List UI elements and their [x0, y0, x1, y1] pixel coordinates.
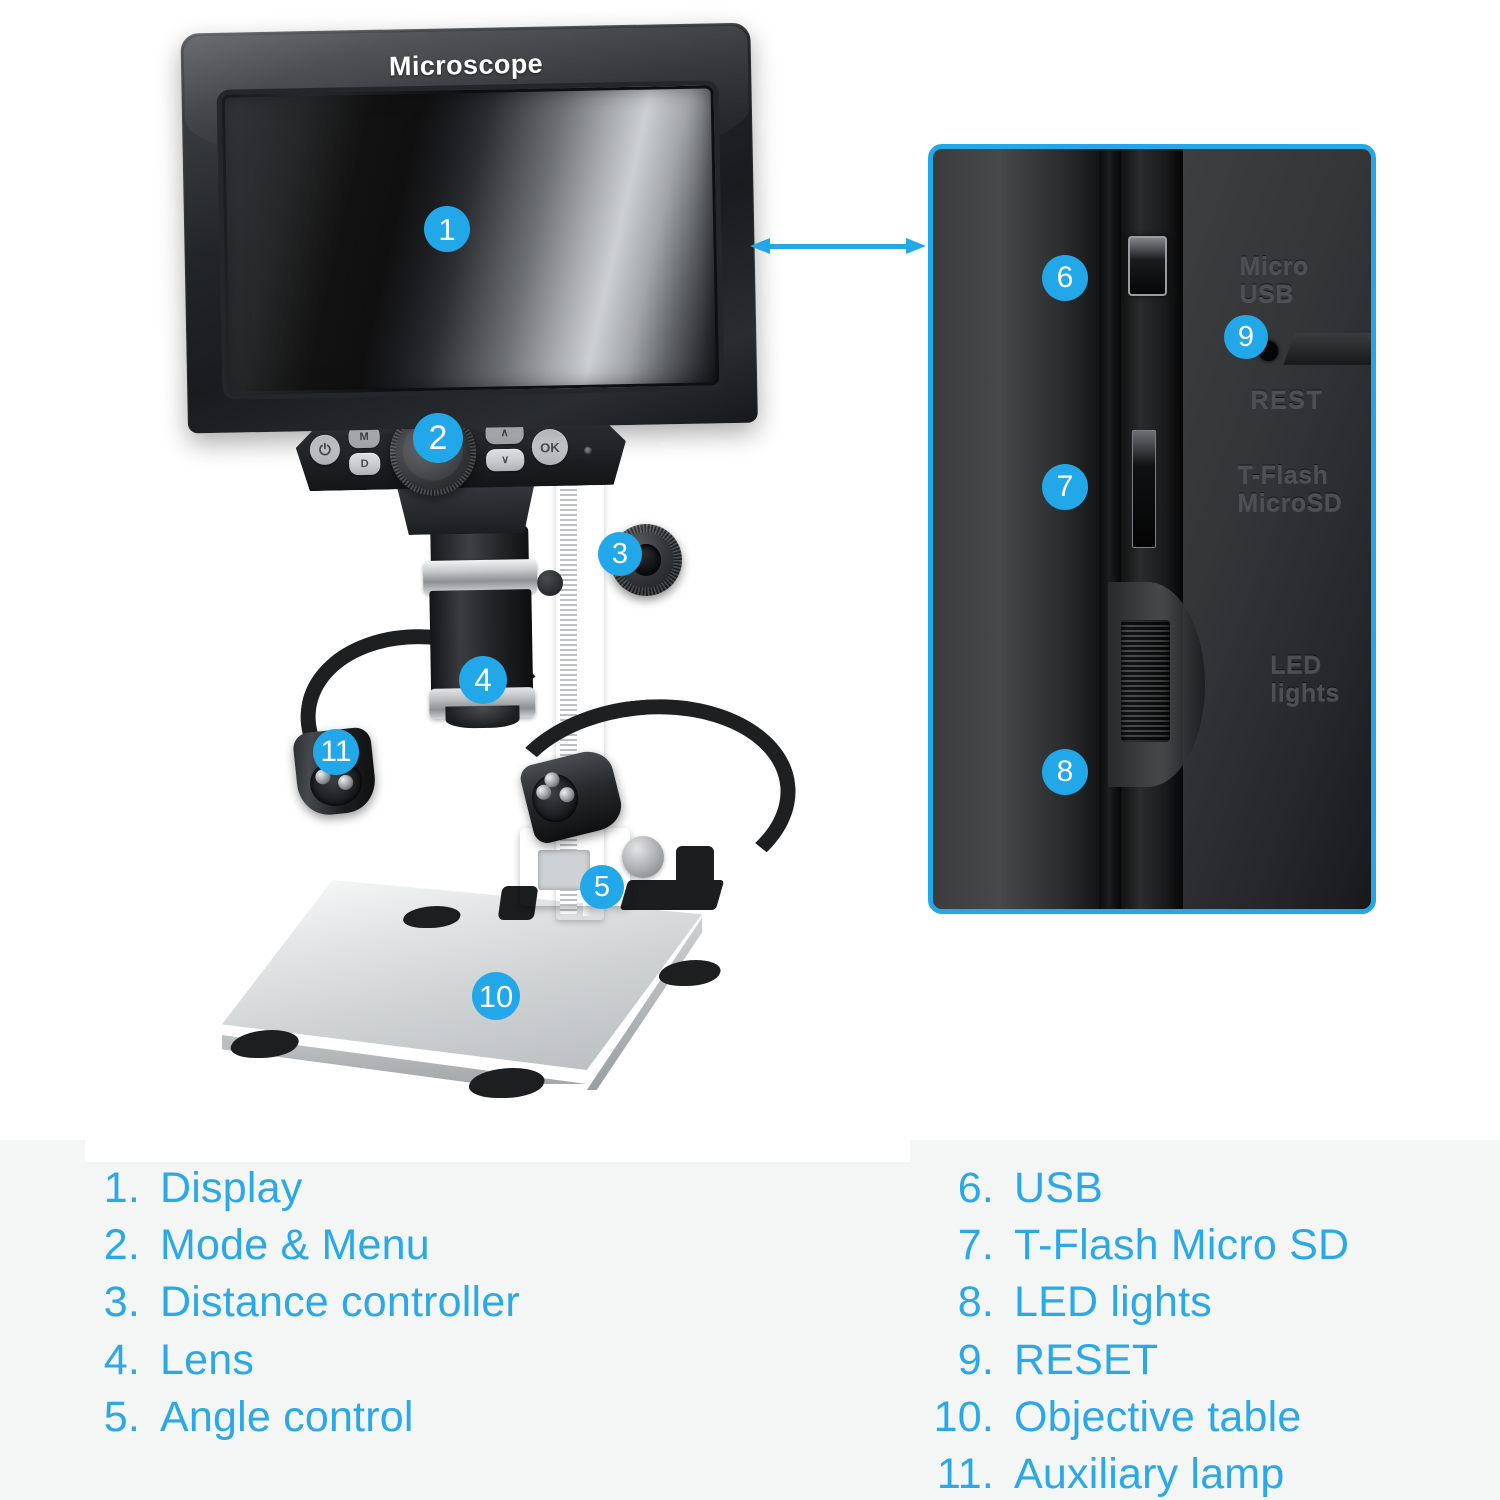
legend-label: Objective table [1014, 1392, 1302, 1441]
arrow-head-right-icon [906, 238, 926, 254]
side-ports-detail-panel: Micro USB REST T-Flash MicroSD LED light… [928, 144, 1376, 914]
legend-item-3: 3. Distance controller [88, 1274, 688, 1331]
panel-right-face [1182, 149, 1371, 909]
legend-number: 6. [957, 1164, 994, 1212]
clamp-foot [676, 846, 714, 898]
legend-label: Mode & Menu [160, 1221, 430, 1270]
down-arrow-button[interactable]: ∨ [485, 448, 525, 472]
arrow-shaft [764, 244, 912, 249]
legend-label: Lens [160, 1335, 255, 1384]
down-mode-button[interactable]: D [348, 452, 381, 476]
callout-badge-6: 6 [1042, 255, 1088, 301]
callout-badge-2: 2 [413, 413, 463, 463]
post-highlight [583, 464, 590, 916]
legend-number: 9. [957, 1335, 994, 1384]
callout-badge-3: 3 [598, 532, 642, 576]
legend-white-patch [85, 1100, 910, 1162]
legend-number: 11. [936, 1449, 994, 1498]
legend-column-right: 6. USB 7. T-Flash Micro SD 8. LED lights… [922, 1160, 1482, 1500]
legend-number: 4. [103, 1335, 140, 1384]
carrier-lock-screw[interactable] [537, 570, 563, 596]
reset-tab-molding [1283, 332, 1371, 365]
legend-item-9: 9. RESET [922, 1332, 1482, 1389]
legend-number: 5. [103, 1392, 140, 1441]
lens-objective-glass [445, 705, 520, 729]
micro-usb-port [1127, 236, 1168, 296]
callout-badge-8: 8 [1042, 749, 1088, 795]
callout-badge-1: 1 [424, 206, 470, 252]
legend-item-2: 2. Mode & Menu [88, 1217, 688, 1274]
connector-arrow [750, 238, 926, 254]
callout-badge-7: 7 [1042, 464, 1088, 510]
led-lights-embossed-label: LED lights [1270, 650, 1340, 707]
panel-groove [1099, 149, 1122, 909]
legend-label: USB [1014, 1164, 1104, 1212]
reset-embossed-label: REST [1250, 386, 1324, 415]
display-screen[interactable] [221, 85, 720, 395]
objective-table-base [222, 880, 702, 1090]
legend-number: 7. [957, 1221, 994, 1270]
angle-control-knob[interactable] [622, 836, 664, 878]
legend-item-8: 8. LED lights [922, 1274, 1482, 1331]
legend-label: Display [160, 1164, 303, 1212]
legend-column-left: 1. Display 2. Mode & Menu 3. Distance co… [88, 1160, 688, 1446]
legend-item-1: 1. Display [88, 1160, 688, 1217]
legend-number: 8. [957, 1278, 994, 1327]
legend-number: 1. [103, 1164, 140, 1212]
callout-badge-5: 5 [580, 865, 624, 909]
legend-label: RESET [1014, 1335, 1159, 1384]
tflash-embossed-label: T-Flash MicroSD [1237, 460, 1343, 517]
legend-item-6: 6. USB [922, 1160, 1482, 1217]
microscope-product-photo: ⏻ M D ∧ ∨ OK Microscope 1 2 3 4 5 10 11 [0, 0, 900, 1130]
micro-usb-embossed-label: Micro USB [1239, 251, 1309, 308]
legend-number: 2. [103, 1221, 140, 1270]
microsd-card-slot [1132, 430, 1157, 548]
legend-number: 3. [103, 1278, 140, 1327]
led-brightness-wheel[interactable] [1121, 620, 1170, 742]
legend-item-11: 11. Auxiliary lamp [922, 1446, 1482, 1500]
legend-item-10: 10. Objective table [922, 1389, 1482, 1446]
legend-label: Auxiliary lamp [1014, 1449, 1285, 1498]
arrow-head-left-icon [750, 238, 770, 254]
callout-badge-11: 11 [313, 729, 359, 775]
legend-number: 10. [933, 1392, 994, 1441]
callout-badge-4: 4 [459, 656, 507, 704]
legend-label: T-Flash Micro SD [1014, 1221, 1350, 1270]
legend-item-5: 5. Angle control [88, 1389, 688, 1446]
callout-badge-9: 9 [1224, 315, 1268, 359]
legend-item-4: 4. Lens [88, 1332, 688, 1389]
legend-label: LED lights [1014, 1278, 1212, 1327]
legend-band [0, 1140, 1500, 1500]
callout-badge-10: 10 [472, 972, 520, 1020]
legend-item-7: 7. T-Flash Micro SD [922, 1217, 1482, 1274]
legend-label: Angle control [160, 1392, 414, 1441]
legend-label: Distance controller [160, 1278, 520, 1327]
